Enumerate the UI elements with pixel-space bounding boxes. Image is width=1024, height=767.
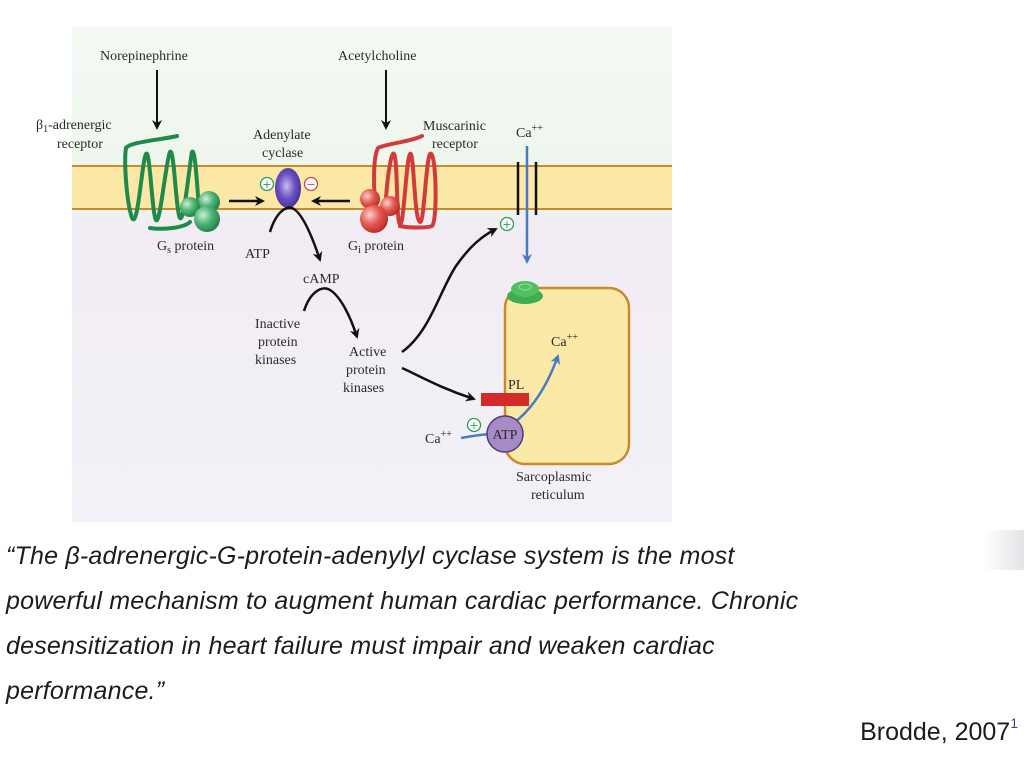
phospholamban-label: PL [508, 378, 524, 393]
active-kinases-label: Active [349, 345, 386, 360]
sarcoplasmic-reticulum-label: Sarcoplasmic [516, 470, 591, 485]
atp-to-camp-arrow-icon [268, 206, 323, 262]
camp-label: cAMP [303, 272, 340, 287]
gi-protein-label: Gi protein [348, 239, 404, 256]
pump-stimulation-plus-icon: + [466, 417, 482, 433]
norepinephrine-label: Norepinephrine [100, 49, 188, 64]
kinase-activation-arrow-icon [302, 287, 360, 339]
adenylate-cyclase-icon [275, 168, 301, 208]
ryanodine-receptor-icon [507, 281, 543, 304]
gs-protein-label: Gs protein [157, 239, 214, 256]
gi-protein-icon [360, 189, 400, 233]
beta1-receptor-label: β1-adrenergic [36, 118, 112, 135]
slide-edge-shadow [984, 530, 1024, 570]
acetylcholine-label: Acetylcholine [338, 49, 417, 64]
quote-line: performance.” [6, 677, 165, 705]
muscarinic-receptor-label: Muscarinic [423, 119, 486, 134]
muscarinic-receptor-label-line2: receptor [432, 137, 478, 152]
inactive-kinases-label: Inactive [255, 317, 300, 332]
kinase-to-phospholamban-arrow-icon [401, 366, 476, 402]
sarcoplasmic-reticulum-label-line2: reticulum [531, 488, 585, 503]
gs-protein-icon [180, 191, 220, 232]
inactive-kinases-label-line2: protein [258, 335, 298, 350]
atp-label: ATP [245, 247, 270, 262]
ca-store-label: Ca++ [551, 332, 578, 350]
svg-text:+: + [262, 178, 271, 191]
beta1-receptor-label-line2: receptor [57, 137, 103, 152]
stimulation-plus-icon: + [259, 176, 275, 192]
beta1-adrenergic-receptor-icon [123, 134, 202, 231]
sarcoplasmic-reticulum [503, 286, 631, 466]
inactive-kinases-label-line3: kinases [255, 353, 296, 368]
svg-text:+: + [502, 218, 511, 231]
channel-stimulation-plus-icon: + [499, 216, 515, 232]
adenylate-cyclase-label: Adenylate [253, 128, 311, 143]
svg-text:+: + [469, 419, 478, 432]
quote-line: “The β-adrenergic-G-protein-adenylyl cyc… [6, 542, 735, 570]
adenylate-cyclase-label-line2: cyclase [262, 146, 303, 161]
quote-block: “The β-adrenergic-G-protein-adenylyl cyc… [6, 534, 1006, 714]
signaling-pathway-diagram: Norepinephrine β1-adrenergic receptor Gs… [36, 27, 672, 522]
citation-text: Brodde, 2007 [860, 718, 1011, 746]
serca-atp-pump-icon [486, 415, 524, 453]
citation: Brodde, 20071 [860, 715, 1018, 747]
inhibition-minus-icon: − [303, 176, 319, 192]
ca-cytosol-label: Ca++ [425, 429, 452, 447]
quote-line: powerful mechanism to augment human card… [6, 587, 799, 615]
svg-text:−: − [306, 178, 315, 191]
phospholamban-icon [481, 393, 529, 406]
ca-channel-label: Ca++ [516, 123, 543, 141]
kinase-to-channel-arrow-icon [401, 227, 498, 354]
active-kinases-label-line2: protein [346, 363, 386, 378]
atp-pump-label: ATP [493, 428, 518, 443]
citation-reference[interactable]: 1 [1010, 715, 1018, 731]
active-kinases-label-line3: kinases [343, 381, 384, 396]
quote-line: desensitization in heart failure must im… [6, 632, 715, 660]
